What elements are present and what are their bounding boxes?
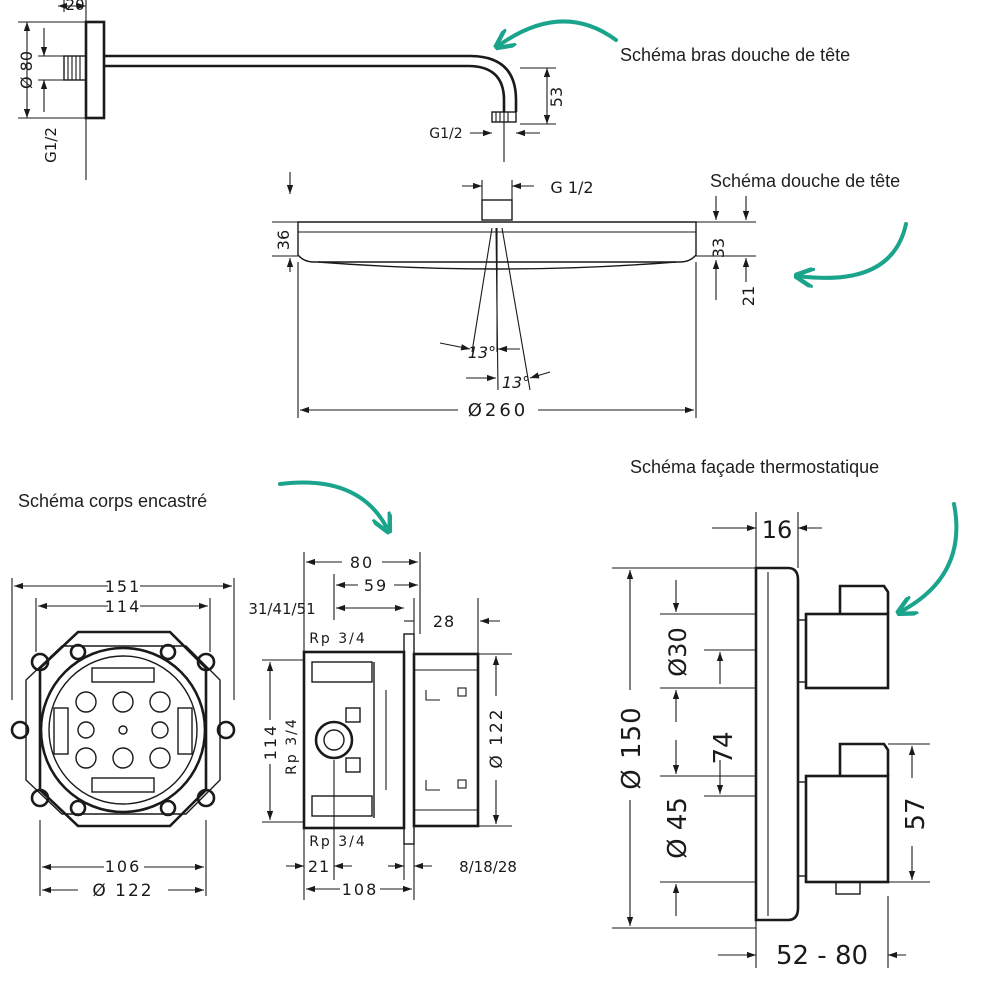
thermostat-facade-drawing: 16 Ø 150 Ø30 74 Ø 45 57 52 — [612, 512, 931, 971]
body-side-rp-mid: Rp 3/4 — [284, 717, 300, 775]
caption-head-group: Schéma douche de tête — [710, 171, 908, 278]
facade-dim-150: Ø 150 — [617, 706, 647, 789]
head-dim-33: 33 — [709, 238, 728, 258]
body-side-drawing: 80 59 31/41/51 28 Rp 3/4 Rp 3/4 Rp 3/4 1… — [248, 552, 517, 900]
caption-body-arrow-icon — [278, 480, 388, 530]
facade-dim-16: 16 — [762, 516, 793, 544]
body-side-dim-8-18-28: 8/18/28 — [459, 858, 517, 876]
caption-arm: Schéma bras douche de tête — [620, 45, 850, 65]
arm-dim-20: 20 — [65, 0, 84, 14]
head-dim-260: Ø260 — [468, 400, 529, 421]
body-side-dim-108: 108 — [342, 880, 379, 899]
body-side-dim-59: 59 — [364, 576, 388, 595]
facade-plate — [754, 566, 800, 922]
body-side-rp-top: Rp 3/4 — [309, 631, 367, 647]
facade-dim-45: Ø 45 — [663, 797, 693, 859]
caption-body: Schéma corps encastré — [18, 491, 207, 511]
shower-head-drawing: G 1/2 36 33 21 13° 13° Ø26 — [272, 172, 758, 421]
body-side-dim-122: Ø 122 — [487, 707, 507, 768]
arm-dim-g12-outlet: G1/2 — [429, 126, 462, 142]
body-front-ring — [39, 646, 207, 814]
caption-head: Schéma douche de tête — [710, 171, 900, 191]
facade-upper-handle — [804, 612, 890, 690]
body-side-dim-31-41-51: 31/41/51 — [248, 600, 315, 618]
arm-tube — [104, 54, 518, 112]
head-connector — [481, 199, 513, 221]
arm-dim-g12-left: G1/2 — [42, 127, 60, 163]
body-side-dim-114: 114 — [261, 724, 280, 761]
head-dim-g12: G 1/2 — [550, 178, 593, 197]
caption-body-group: Schéma corps encastré — [18, 480, 388, 530]
arm-wall-flange — [84, 20, 106, 120]
caption-head-arrow-icon — [798, 222, 908, 278]
body-front-octagon — [38, 630, 208, 828]
head-disk — [297, 221, 697, 263]
facade-dim-74: 74 — [709, 731, 739, 764]
body-front-dim-151: 151 — [105, 577, 142, 596]
facade-dim-52-80: 52 - 80 — [776, 941, 868, 971]
head-dim-angle-a: 13° — [468, 343, 496, 362]
body-front-dim-122: Ø 122 — [92, 881, 153, 901]
arm-dim-80: Ø 80 — [17, 51, 36, 89]
caption-facade-arrow-icon — [900, 502, 959, 612]
body-side-dim-21: 21 — [308, 857, 330, 876]
facade-lower-handle — [804, 774, 890, 884]
caption-facade-group: Schéma façade thermostatique — [630, 457, 959, 612]
head-dim-21: 21 — [739, 286, 758, 306]
body-side-rp-bottom: Rp 3/4 — [309, 834, 367, 850]
caption-facade: Schéma façade thermostatique — [630, 457, 879, 477]
head-dim-36: 36 — [274, 230, 293, 250]
facade-dim-30: Ø30 — [664, 627, 692, 676]
caption-arm-arrow-icon — [498, 19, 618, 46]
body-side-port — [314, 720, 354, 760]
arm-dim-53: 53 — [547, 87, 566, 107]
facade-dim-57: 57 — [901, 797, 931, 830]
body-front-drawing: 151 114 106 Ø 122 — [10, 574, 236, 901]
head-dim-angle-b: 13° — [502, 373, 530, 392]
body-side-dim-28: 28 — [433, 612, 455, 631]
body-front-dim-106: 106 — [105, 857, 142, 876]
caption-arm-group: Schéma bras douche de tête — [498, 19, 850, 65]
body-side-dim-80: 80 — [350, 553, 374, 572]
shower-arm-drawing: 20 Ø 80 G1/2 53 G1/2 — [17, 0, 566, 180]
body-side-housing — [302, 650, 406, 830]
arm-thread — [63, 55, 87, 81]
body-front-dim-114: 114 — [105, 597, 142, 616]
body-side-cover — [412, 652, 480, 828]
